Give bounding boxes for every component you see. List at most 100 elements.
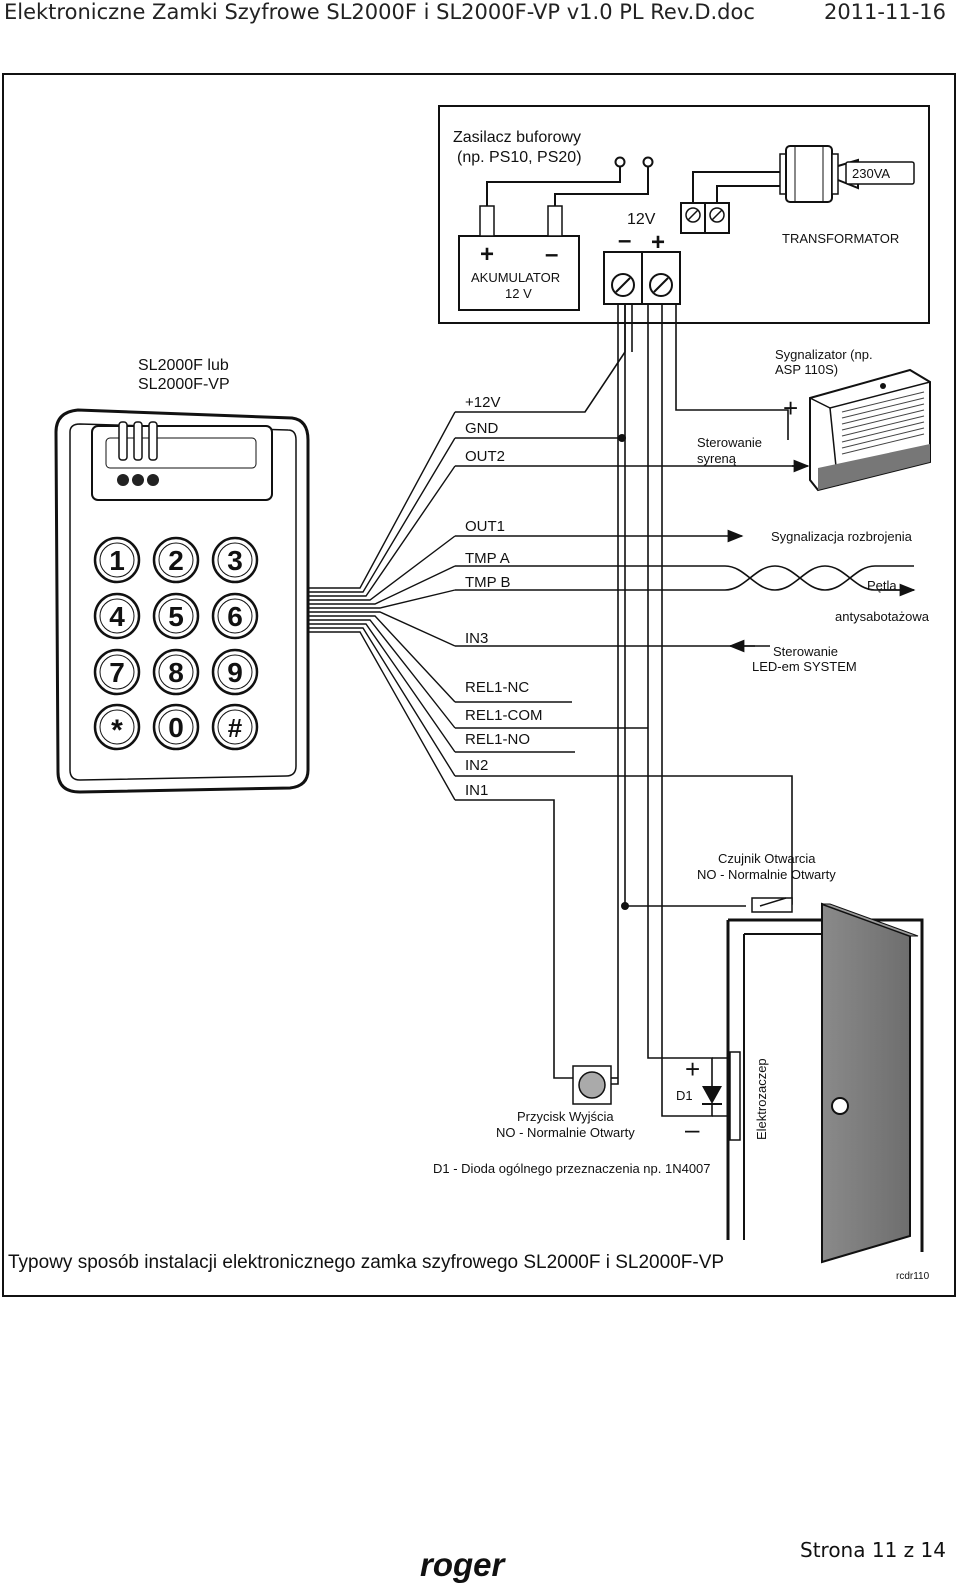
battery-post-2 (642, 156, 654, 168)
terminal-tmp-a: TMP A (465, 550, 510, 567)
wire-harness (308, 411, 456, 801)
battery-post-1 (614, 156, 626, 168)
diagram-frame (2, 73, 956, 1297)
exit-button-label-2: NO - Normalnie Otwarty (496, 1125, 635, 1140)
terminal-rel1-nc: REL1-NC (465, 679, 529, 696)
key-4: 4 (93, 592, 141, 640)
battery-plus: + (480, 241, 494, 268)
siren-label-2: ASP 110S) (775, 362, 838, 377)
key-hash: # (211, 703, 259, 751)
svg-text:5: 5 (168, 601, 184, 632)
terminal-out1: OUT1 (465, 518, 505, 535)
device-name-1: SL2000F lub (138, 357, 229, 374)
svg-text:3: 3 (227, 545, 243, 576)
strike-minus: – (685, 1114, 700, 1144)
transformer (779, 145, 839, 203)
exit-button-label-1: Przycisk Wyjścia (517, 1109, 614, 1124)
terminal-in2: IN2 (465, 757, 488, 774)
door-handle-icon (831, 1097, 849, 1115)
svg-text:#: # (228, 713, 243, 743)
battery-minus: – (545, 241, 558, 268)
key-6: 6 (211, 592, 259, 640)
electric-strike: Elektrozaczep (729, 1051, 769, 1141)
led-light-pipes (117, 421, 159, 486)
page-number: Strona 11 z 14 (800, 1538, 946, 1562)
battery-label-1: AKUMULATOR (471, 270, 560, 285)
diode-label: D1 (676, 1088, 693, 1103)
key-1: 1 (93, 536, 141, 584)
dc-output-label: 12V (627, 211, 656, 228)
roger-logo: roger (420, 1546, 505, 1583)
dc-screw-minus (611, 273, 635, 297)
transformer-label: TRANSFORMATOR (782, 231, 899, 246)
tamper-label-2: antysabotażowa (835, 609, 930, 624)
terminal-rel1-com: REL1-COM (465, 707, 543, 724)
terminal-out2: OUT2 (465, 448, 505, 465)
dc-plus: + (651, 229, 665, 256)
svg-text:9: 9 (227, 657, 243, 688)
svg-text:4: 4 (109, 601, 125, 632)
mains-label: 230VA (852, 166, 890, 181)
battery (458, 235, 580, 311)
dc-minus: – (618, 227, 631, 254)
terminal-in1: IN1 (465, 782, 488, 799)
siren-label-1: Sygnalizator (np. (775, 347, 873, 362)
dc-screw-plus (649, 273, 673, 297)
ac-screw-2 (709, 207, 725, 223)
svg-text:7: 7 (109, 657, 125, 688)
key-7: 7 (93, 648, 141, 696)
psu-title-2: (np. PS10, PS20) (457, 149, 582, 166)
battery-label-2: 12 V (505, 286, 532, 301)
diode-d1 (690, 1057, 730, 1117)
svg-text:*: * (111, 714, 123, 747)
terminal-list: +12V GND OUT2 OUT1 TMP A TMP B IN3 REL1-… (465, 394, 543, 799)
svg-text:1: 1 (109, 545, 125, 576)
ac-screw-1 (685, 207, 701, 223)
key-9: 9 (211, 648, 259, 696)
siren-device (809, 368, 931, 492)
strike-label: Elektrozaczep (754, 1058, 769, 1140)
figure-reference: rcdr110 (896, 1271, 930, 1282)
device-name-2: SL2000F-VP (138, 376, 230, 393)
psu-box (438, 105, 930, 324)
door-sensor-label-1: Czujnik Otwarcia (718, 851, 816, 866)
door-sensor (751, 897, 793, 913)
terminal-rel1-no: REL1-NO (465, 731, 530, 748)
led-control-label-2: LED-em SYSTEM (752, 659, 857, 674)
key-2: 2 (152, 536, 200, 584)
svg-text:8: 8 (168, 657, 184, 688)
door-sensor-label-2: NO - Normalnie Otwarty (697, 867, 836, 882)
exit-button (572, 1065, 612, 1105)
terminal-wires (455, 304, 916, 1079)
siren-control-2: syreną (697, 451, 737, 466)
door-leaf (821, 902, 919, 1264)
tamper-label-1: Pętla (867, 578, 897, 593)
strike-plus: + (685, 1054, 700, 1084)
keypad-keys: 1 2 3 4 5 6 7 8 9 * 0 # (93, 536, 259, 751)
key-5: 5 (152, 592, 200, 640)
key-0: 0 (152, 703, 200, 751)
battery-clip-plus (479, 205, 495, 237)
gnd-junction (618, 434, 626, 442)
power-wires (609, 304, 789, 1117)
terminal-12v: +12V (465, 394, 500, 411)
led-control-label-1: Sterowanie (773, 644, 838, 659)
gnd-junction-2 (621, 902, 629, 910)
svg-text:2: 2 (168, 545, 184, 576)
siren-plus: + (783, 393, 798, 423)
disarm-signal-label: Sygnalizacja rozbrojenia (771, 529, 913, 544)
battery-clip-minus (547, 205, 563, 237)
terminal-in3: IN3 (465, 630, 488, 647)
figure-caption: Typowy sposób instalacji elektronicznego… (8, 1252, 725, 1273)
document-title: Elektroniczne Zamki Szyfrowe SL2000F i S… (4, 0, 755, 24)
siren-control-1: Sterowanie (697, 435, 762, 450)
svg-text:6: 6 (227, 601, 243, 632)
mains-cable (845, 161, 915, 185)
psu-title-1: Zasilacz buforowy (453, 129, 581, 146)
terminal-gnd: GND (465, 420, 499, 437)
diode-note: D1 - Dioda ogólnego przeznaczenia np. 1N… (433, 1161, 711, 1176)
key-8: 8 (152, 648, 200, 696)
document-date: 2011-11-16 (823, 0, 946, 24)
key-star: * (93, 703, 141, 751)
